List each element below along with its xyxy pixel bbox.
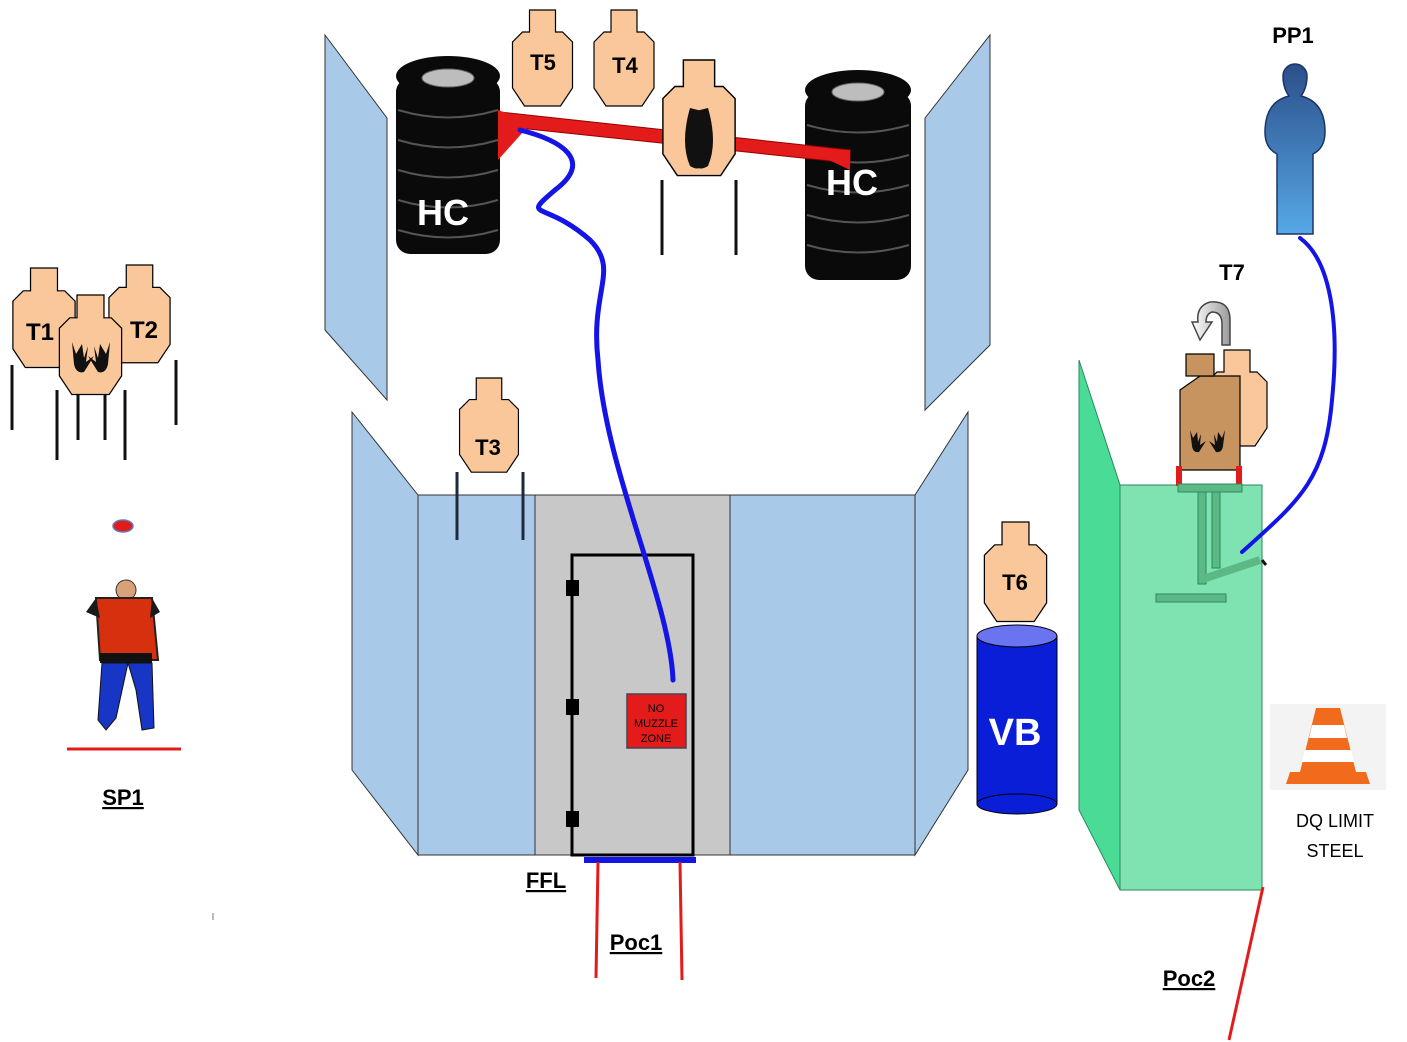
door-hinge bbox=[566, 811, 579, 827]
wall-right-upper bbox=[924, 33, 991, 412]
back-walls bbox=[324, 33, 991, 412]
hc-left-label: HC bbox=[417, 192, 469, 233]
wall-front-right-wing bbox=[914, 410, 969, 857]
poc1-label: Poc1 bbox=[610, 930, 663, 955]
t6-label: T6 bbox=[1002, 570, 1028, 595]
target-group-left: T2 T1 bbox=[10, 264, 178, 460]
wall-front-right bbox=[729, 494, 916, 856]
target-t3: T3 bbox=[455, 377, 525, 540]
target-t7-group bbox=[1155, 349, 1268, 603]
hard-cover-right: HC bbox=[805, 70, 911, 280]
hard-cover-left: HC bbox=[396, 56, 500, 254]
target-t1: T1 bbox=[12, 267, 76, 369]
poc2-fault-line bbox=[1227, 886, 1265, 1041]
t1-label: T1 bbox=[26, 319, 54, 346]
hand-icon bbox=[696, 108, 713, 169]
pp1-label: PP1 bbox=[1272, 23, 1314, 48]
aim-dot bbox=[112, 519, 134, 533]
dq-limit-line-1: DQ LIMIT bbox=[1296, 811, 1374, 831]
no-muzzle-line-3: ZONE bbox=[641, 733, 672, 745]
target-t4: T4 bbox=[593, 9, 655, 107]
target-swinger-no-shoot bbox=[660, 59, 738, 255]
wall-left-upper bbox=[324, 33, 388, 402]
t2-label: T2 bbox=[130, 317, 158, 344]
t3-label: T3 bbox=[475, 435, 501, 460]
activator-cable-door bbox=[517, 127, 676, 683]
steel-panel-wing bbox=[1078, 359, 1121, 891]
target-t5: T5 bbox=[511, 9, 574, 107]
wall-front-left bbox=[417, 494, 536, 856]
no-muzzle-line-2: MUZZLE bbox=[634, 718, 678, 730]
hand-icon bbox=[1209, 430, 1225, 453]
popper-pp1 bbox=[1264, 63, 1326, 235]
t7-label: T7 bbox=[1219, 260, 1245, 285]
activator-cable-popper bbox=[1240, 236, 1337, 554]
target-t2: T2 bbox=[108, 264, 171, 364]
t4-label: T4 bbox=[612, 53, 638, 78]
hand-icon bbox=[72, 342, 94, 373]
poc2-label: Poc2 bbox=[1163, 966, 1216, 991]
poc1-fault-line-right bbox=[678, 861, 684, 981]
poc1-fault-line-left bbox=[594, 861, 600, 979]
vb-label: VB bbox=[989, 712, 1042, 754]
target-t6: T6 bbox=[983, 521, 1048, 623]
traffic-cone-icon bbox=[1270, 704, 1386, 790]
steel-panel bbox=[1078, 359, 1263, 891]
rotation-arrow-icon bbox=[1190, 301, 1231, 346]
no-muzzle-zone-sign: NO MUZZLE ZONE bbox=[626, 693, 687, 749]
sp1-label: SP1 bbox=[102, 785, 144, 810]
ffl-label: FFL bbox=[526, 868, 566, 893]
door-hinge bbox=[566, 580, 579, 596]
hc-right-label: HC bbox=[826, 162, 878, 203]
no-muzzle-line-1: NO bbox=[648, 703, 665, 715]
shooter-figure bbox=[86, 579, 160, 731]
wall-front-left-wing bbox=[351, 410, 419, 857]
hand-icon bbox=[1190, 430, 1206, 453]
dq-limit-line-2: STEEL bbox=[1306, 841, 1363, 861]
door-hinge bbox=[566, 699, 579, 715]
t5-label: T5 bbox=[530, 50, 556, 75]
vision-barrier-barrel: VB bbox=[976, 624, 1058, 815]
ffl-line bbox=[584, 857, 696, 863]
t7-no-shoot bbox=[1179, 375, 1241, 471]
steel-panel-front bbox=[1119, 484, 1263, 891]
hand-icon bbox=[88, 342, 110, 373]
no-shoot-target-left bbox=[58, 294, 123, 396]
